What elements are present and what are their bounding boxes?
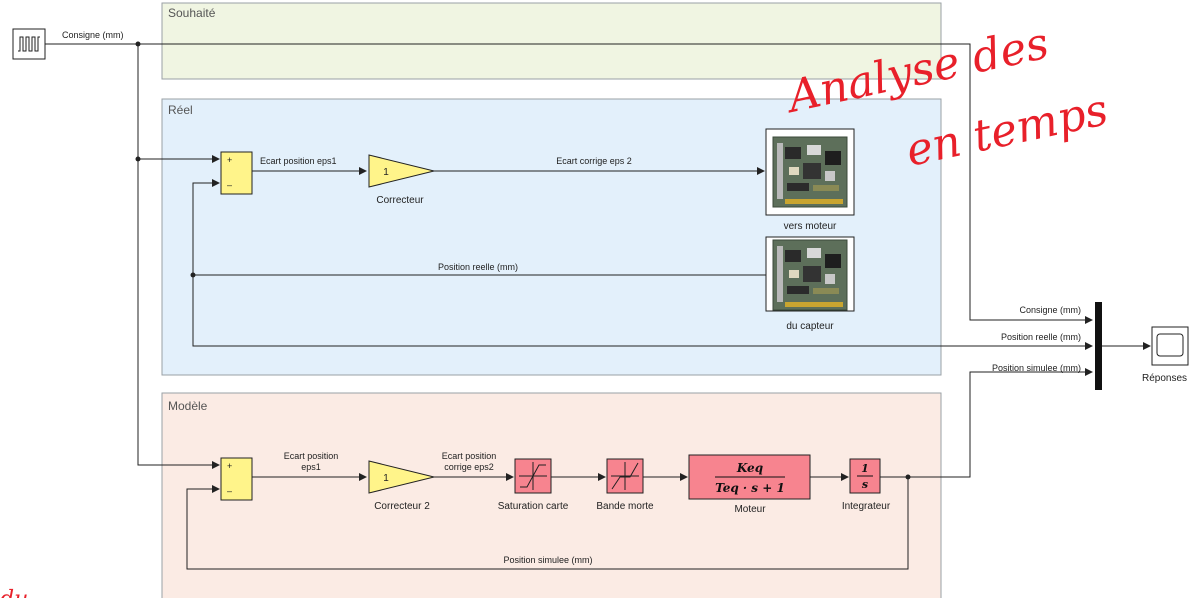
saturation-icon [519, 462, 547, 490]
bus-position-simulee-label: Position simulee (mm) [992, 363, 1081, 373]
deadzone-block[interactable] [606, 458, 644, 494]
bus-consigne-label: Consigne (mm) [1019, 305, 1081, 315]
annotation-line-2: en temps [902, 84, 1113, 176]
svg-text:s: s [862, 478, 868, 491]
moteur-label: Moteur [734, 504, 766, 515]
mux-block[interactable] [1095, 302, 1102, 390]
svg-text:+: + [227, 155, 232, 165]
saturation-label: Saturation carte [498, 501, 569, 512]
ecart-corrige-eps2-label-1: Ecart position [442, 451, 497, 461]
svg-text:1: 1 [383, 167, 389, 178]
area-souhaite [161, 2, 942, 80]
ecart-corrige-label: Ecart corrige eps 2 [556, 156, 632, 166]
ecart-corrige-eps2-label-2: corrige eps2 [444, 462, 494, 472]
svg-text:1: 1 [383, 473, 389, 484]
saturation-block[interactable] [514, 458, 552, 494]
transfer-function-block[interactable]: Keq Teq · s + 1 [688, 454, 811, 500]
daq-output-block[interactable] [765, 128, 855, 216]
svg-text:–: – [227, 486, 232, 496]
bus-position-reelle-label: Position reelle (mm) [1001, 332, 1081, 342]
deadzone-label: Bande morte [596, 501, 654, 512]
annotation-corner: du [0, 587, 28, 598]
scope-icon [1156, 333, 1184, 357]
ecart-position-eps1-label-2: eps1 [301, 462, 321, 472]
area-modele [161, 392, 942, 598]
ecart-position-eps1-label-1: Ecart position [284, 451, 339, 461]
area-souhaite-title: Souhaité [168, 6, 216, 20]
sum-block-modele[interactable]: + – [220, 457, 253, 501]
consigne-wire [45, 43, 1093, 324]
svg-text:–: – [227, 180, 232, 190]
daq-card-icon [772, 136, 848, 208]
ecart-eps1-label: Ecart position eps1 [260, 156, 337, 166]
svg-text:Keq: Keq [736, 461, 763, 475]
pulse-generator-block[interactable] [12, 28, 46, 60]
consigne-label: Consigne (mm) [62, 30, 124, 40]
position-simulee-label: Position simulee (mm) [503, 555, 592, 565]
consigne-branch-wire [137, 44, 220, 469]
integrator-block[interactable]: 1 s [849, 458, 881, 494]
pulse-generator-icon [18, 36, 40, 52]
daq-output-label: vers moteur [784, 221, 837, 232]
svg-text:1: 1 [861, 462, 869, 475]
position-reelle-feedback-wire [192, 179, 766, 276]
area-reel-title: Réel [168, 103, 193, 117]
daq-input-block[interactable] [765, 236, 855, 312]
deadzone-icon [611, 462, 639, 490]
position-simulee-feedback-wire [186, 477, 909, 570]
position-reelle-to-bus-wire [192, 275, 1093, 350]
gain-block-correcteur-2[interactable]: 1 [368, 460, 435, 494]
daq-card-icon [772, 239, 848, 311]
gain-block-correcteur[interactable]: 1 [368, 154, 435, 188]
daq-input-label: du capteur [786, 321, 834, 332]
integrateur-label: Integrateur [842, 501, 891, 512]
correcteur-label: Correcteur [376, 195, 424, 206]
integrateur-output-wire [880, 368, 1093, 478]
scope-block[interactable] [1151, 326, 1189, 366]
position-reelle-label: Position reelle (mm) [438, 262, 518, 272]
correcteur-2-label: Correcteur 2 [374, 501, 430, 512]
scope-label: Réponses [1142, 373, 1187, 384]
svg-text:Teq · s + 1: Teq · s + 1 [715, 481, 785, 495]
sum-block-reel[interactable]: + – [220, 151, 253, 195]
area-modele-title: Modèle [168, 399, 208, 413]
svg-text:+: + [227, 461, 232, 471]
